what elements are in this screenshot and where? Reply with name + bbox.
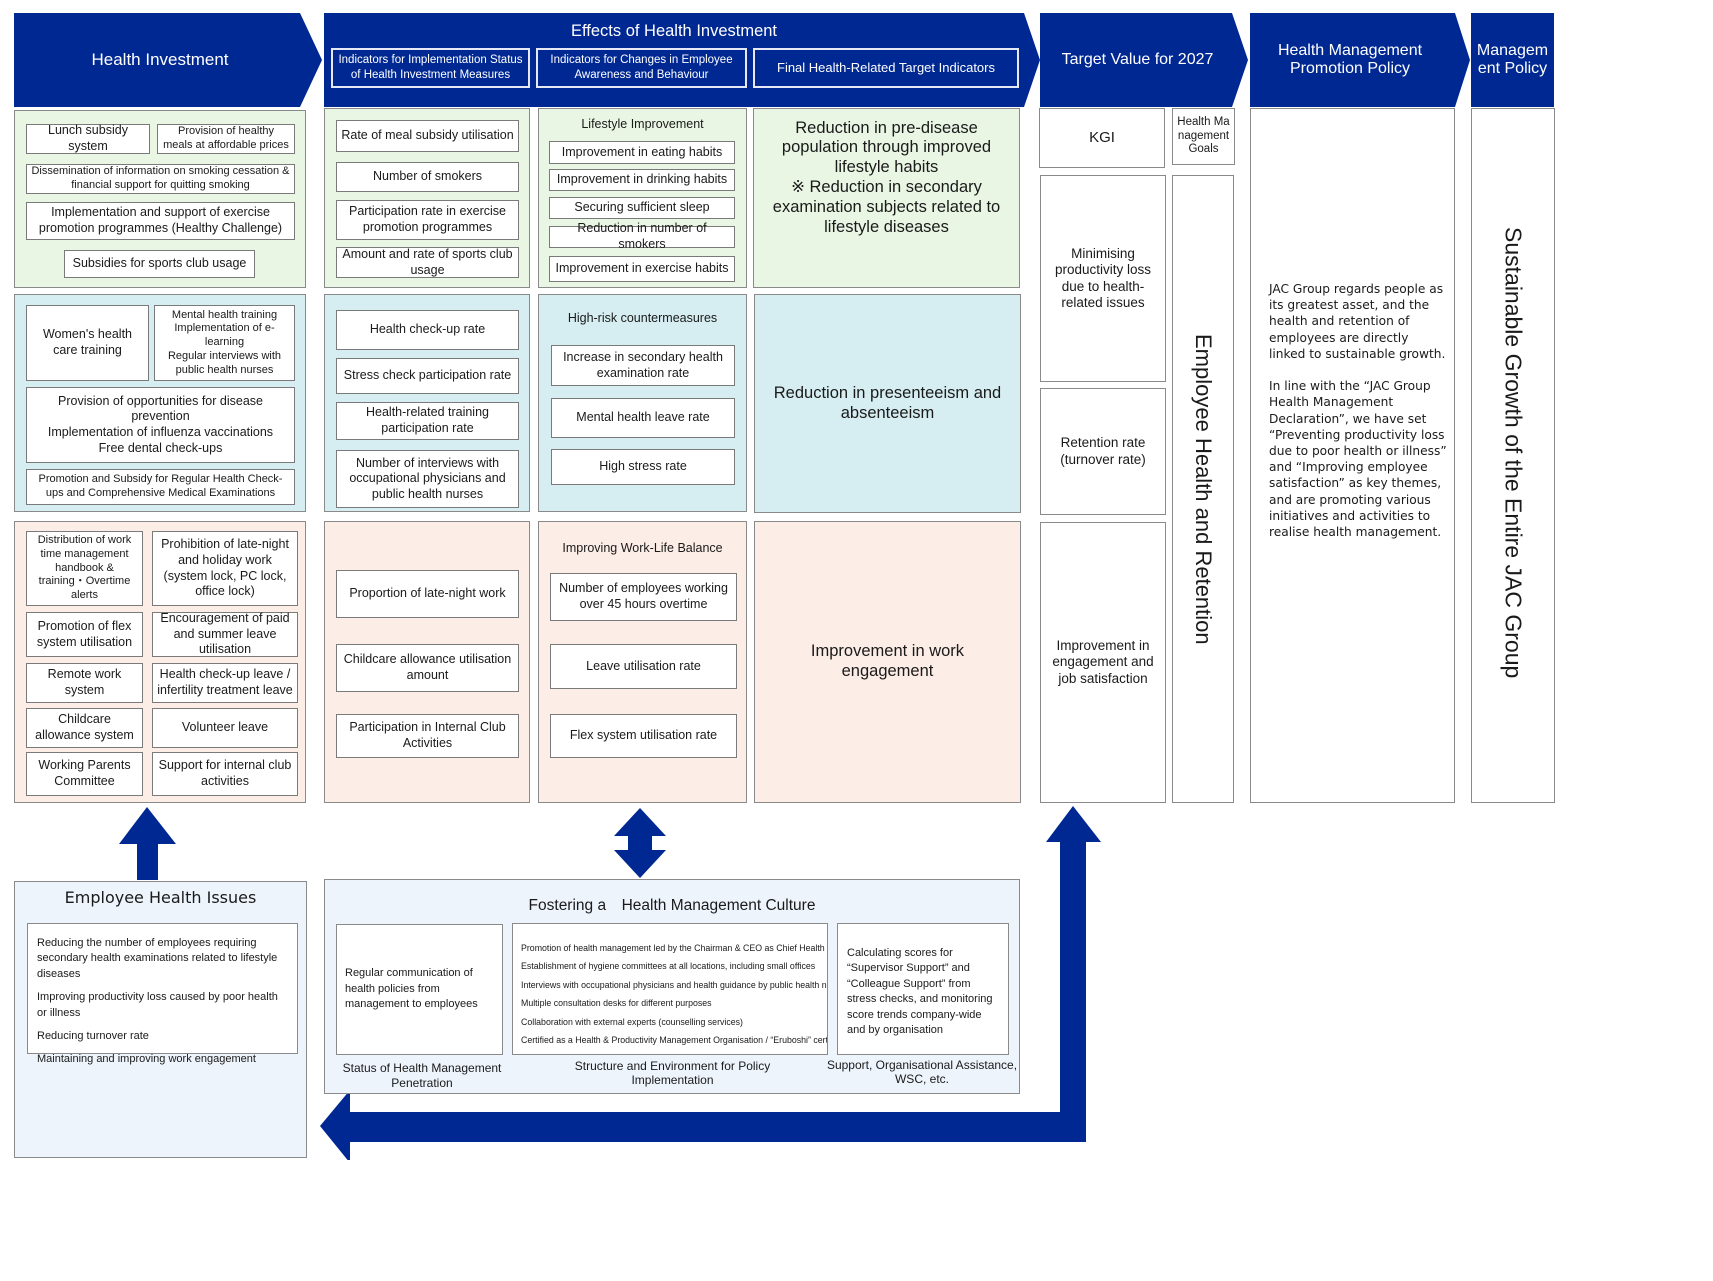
final-indicator-presenteeism: Reduction in presenteeism and absenteeis…	[754, 294, 1021, 513]
behaviour-item: Improvement in exercise habits	[549, 256, 735, 282]
behaviour-lifestyle-title: Lifestyle Improvement	[581, 117, 704, 131]
structure-item: Promotion of health management led by th…	[521, 943, 828, 953]
arrow-up-icon	[119, 807, 176, 880]
culture-support-caption: Support, Organisational Assistance, WSC,…	[826, 1058, 1018, 1087]
investment-item: Mental health training Implementation of…	[154, 305, 295, 381]
investment-item: Women's health care training	[26, 305, 149, 381]
health-investment-chevron	[14, 13, 322, 107]
culture-support-box: Calculating scores for “Supervisor Suppo…	[837, 923, 1009, 1055]
investment-item: Childcare allowance system	[26, 708, 143, 748]
management-policy-panel: Sustainable Growth of the Entire JAC Gro…	[1471, 108, 1555, 803]
culture-penetration-box: Regular communication of health policies…	[336, 924, 503, 1055]
management-policy-header	[1471, 13, 1554, 107]
health-issue-item: Improving productivity loss caused by po…	[37, 991, 278, 1019]
culture-support-text: Calculating scores for “Supervisor Suppo…	[847, 947, 993, 1036]
promotion-policy-paragraph-1: JAC Group regards people as its greatest…	[1269, 282, 1446, 361]
header-promotion-policy: Health Management Promotion Policy	[1277, 41, 1423, 77]
investment-item: Provision of opportunities for disease p…	[26, 387, 295, 463]
header-health-investment: Health Investment	[91, 50, 229, 70]
effects-chevron	[324, 13, 1040, 107]
behaviour-work-life-title: Improving Work-Life Balance	[562, 541, 723, 555]
promotion-policy-paragraph-2: In line with the “JAC Group Health Manag…	[1269, 379, 1447, 540]
implementation-item: Number of smokers	[336, 162, 519, 192]
investment-item: Prohibition of late-night and holiday wo…	[152, 531, 298, 606]
behaviour-item: Increase in secondary health examination…	[551, 345, 735, 386]
implementation-item: Childcare allowance utilisation amount	[336, 644, 519, 692]
culture-structure-box: Promotion of health management led by th…	[512, 923, 828, 1055]
header-effects-title: Effects of Health Investment	[570, 21, 778, 40]
investment-item: Promotion and Subsidy for Regular Health…	[26, 469, 295, 505]
target-value-chevron	[1040, 13, 1248, 107]
investment-item: Encouragement of paid and summer leave u…	[152, 611, 298, 657]
investment-item: Support for internal club activities	[152, 752, 298, 796]
employee-health-issues-title: Employee Health Issues	[64, 888, 257, 907]
kgi-label: KGI	[1039, 108, 1165, 168]
header-target-value: Target Value for 2027	[1061, 50, 1214, 68]
implementation-item: Number of interviews with occupational p…	[336, 450, 519, 508]
structure-item: Multiple consultation desks for differen…	[521, 998, 712, 1009]
behaviour-item: Mental health leave rate	[551, 398, 735, 438]
behaviour-item: Number of employees working over 45 hour…	[550, 573, 737, 621]
behaviour-item: High stress rate	[551, 449, 735, 485]
structure-item: Interviews with occupational physicians …	[521, 979, 828, 990]
culture-penetration-caption: Status of Health Management Penetration	[342, 1061, 502, 1090]
behaviour-item: Flex system utilisation rate	[550, 714, 737, 758]
investment-item: Implementation and support of exercise p…	[26, 202, 295, 240]
investment-item: Dissemination of information on smoking …	[26, 164, 295, 194]
investment-item: Lunch subsidy system	[26, 123, 150, 154]
behaviour-high-risk-title: High-risk countermeasures	[567, 311, 718, 325]
investment-item: Volunteer leave	[152, 708, 298, 748]
header-sub-implementation: Indicators for Implementation Status of …	[331, 48, 530, 88]
structure-item: Collaboration with external experts (cou…	[521, 1016, 743, 1027]
final-indicator-lifestyle: Reduction in pre-disease population thro…	[753, 108, 1020, 288]
goal-employee-health-retention: Employee Health and Retention	[1172, 175, 1234, 803]
behaviour-item: Reduction in number of smokers	[549, 221, 735, 251]
promotion-policy-text: JAC Group regards people as its greatest…	[1269, 281, 1447, 540]
investment-item: Promotion of flex system utilisation	[26, 612, 143, 657]
investment-item: Working Parents Committee	[26, 752, 143, 796]
health-issue-item: Maintaining and improving work engagemen…	[37, 1053, 256, 1066]
header-arrows	[14, 13, 1554, 107]
goal-vertical-text: Employee Health and Retention	[1191, 333, 1216, 645]
kgi-item-engagement: Improvement in engagement and job satisf…	[1040, 522, 1166, 803]
implementation-item: Health-related training participation ra…	[336, 402, 519, 440]
promotion-policy-panel: JAC Group regards people as its greatest…	[1250, 108, 1455, 803]
header-management-policy: Management Policy	[1476, 41, 1549, 77]
management-policy-vertical-text: Sustainable Growth of the Entire JAC Gro…	[1500, 227, 1527, 679]
investment-item: Provision of healthy meals at affordable…	[157, 124, 295, 154]
flow-arrows	[119, 806, 1101, 1160]
investment-item: Remote work system	[26, 663, 143, 703]
header-sub-final: Final Health-Related Target Indicators	[753, 48, 1019, 88]
structure-item: Certified as a Health & Productivity Man…	[521, 1035, 828, 1046]
culture-structure-caption: Structure and Environment for Policy Imp…	[574, 1059, 771, 1088]
investment-item: Health check-up leave / infertility trea…	[152, 663, 298, 703]
double-arrow-icon	[614, 808, 666, 878]
final-indicator-engagement: Improvement in work engagement	[754, 521, 1021, 803]
implementation-item: Amount and rate of sports club usage	[336, 247, 519, 278]
behaviour-item: Securing sufficient sleep	[549, 197, 735, 219]
implementation-item: Participation rate in exercise promotion…	[336, 200, 519, 240]
behaviour-item: Improvement in drinking habits	[549, 169, 735, 191]
implementation-item: Health check-up rate	[336, 310, 519, 350]
implementation-item: Rate of meal subsidy utilisation	[336, 120, 519, 152]
culture-title: Fostering a Health Management Culture	[528, 897, 816, 914]
behaviour-item: Improvement in eating habits	[549, 141, 735, 164]
feedback-loop-arrow-icon	[320, 806, 1101, 1160]
investment-item: Subsidies for sports club usage	[64, 250, 255, 278]
employee-health-issues-list: Reducing the number of employees requiri…	[27, 923, 298, 1065]
health-management-goals-label: Health Management Goals	[1172, 108, 1235, 165]
culture-penetration-text: Regular communication of health policies…	[345, 967, 478, 1011]
health-issue-item: Reducing turnover rate	[37, 1029, 149, 1042]
implementation-item: Participation in Internal Club Activitie…	[336, 714, 519, 758]
behaviour-item: Leave utilisation rate	[550, 644, 737, 689]
header-sub-behaviour: Indicators for Changes in Employee Aware…	[536, 48, 747, 88]
promotion-policy-chevron	[1250, 13, 1470, 107]
implementation-item: Stress check participation rate	[336, 358, 519, 394]
kgi-item-productivity: Minimising productivity loss due to heal…	[1040, 175, 1166, 382]
structure-item: Establishment of hygiene committees at a…	[521, 961, 816, 972]
investment-item: Distribution of work time management han…	[26, 531, 143, 606]
kgi-item-retention: Retention rate (turnover rate)	[1040, 388, 1166, 515]
health-issue-item: Reducing the number of employees requiri…	[37, 937, 278, 980]
implementation-item: Proportion of late-night work	[336, 570, 519, 618]
